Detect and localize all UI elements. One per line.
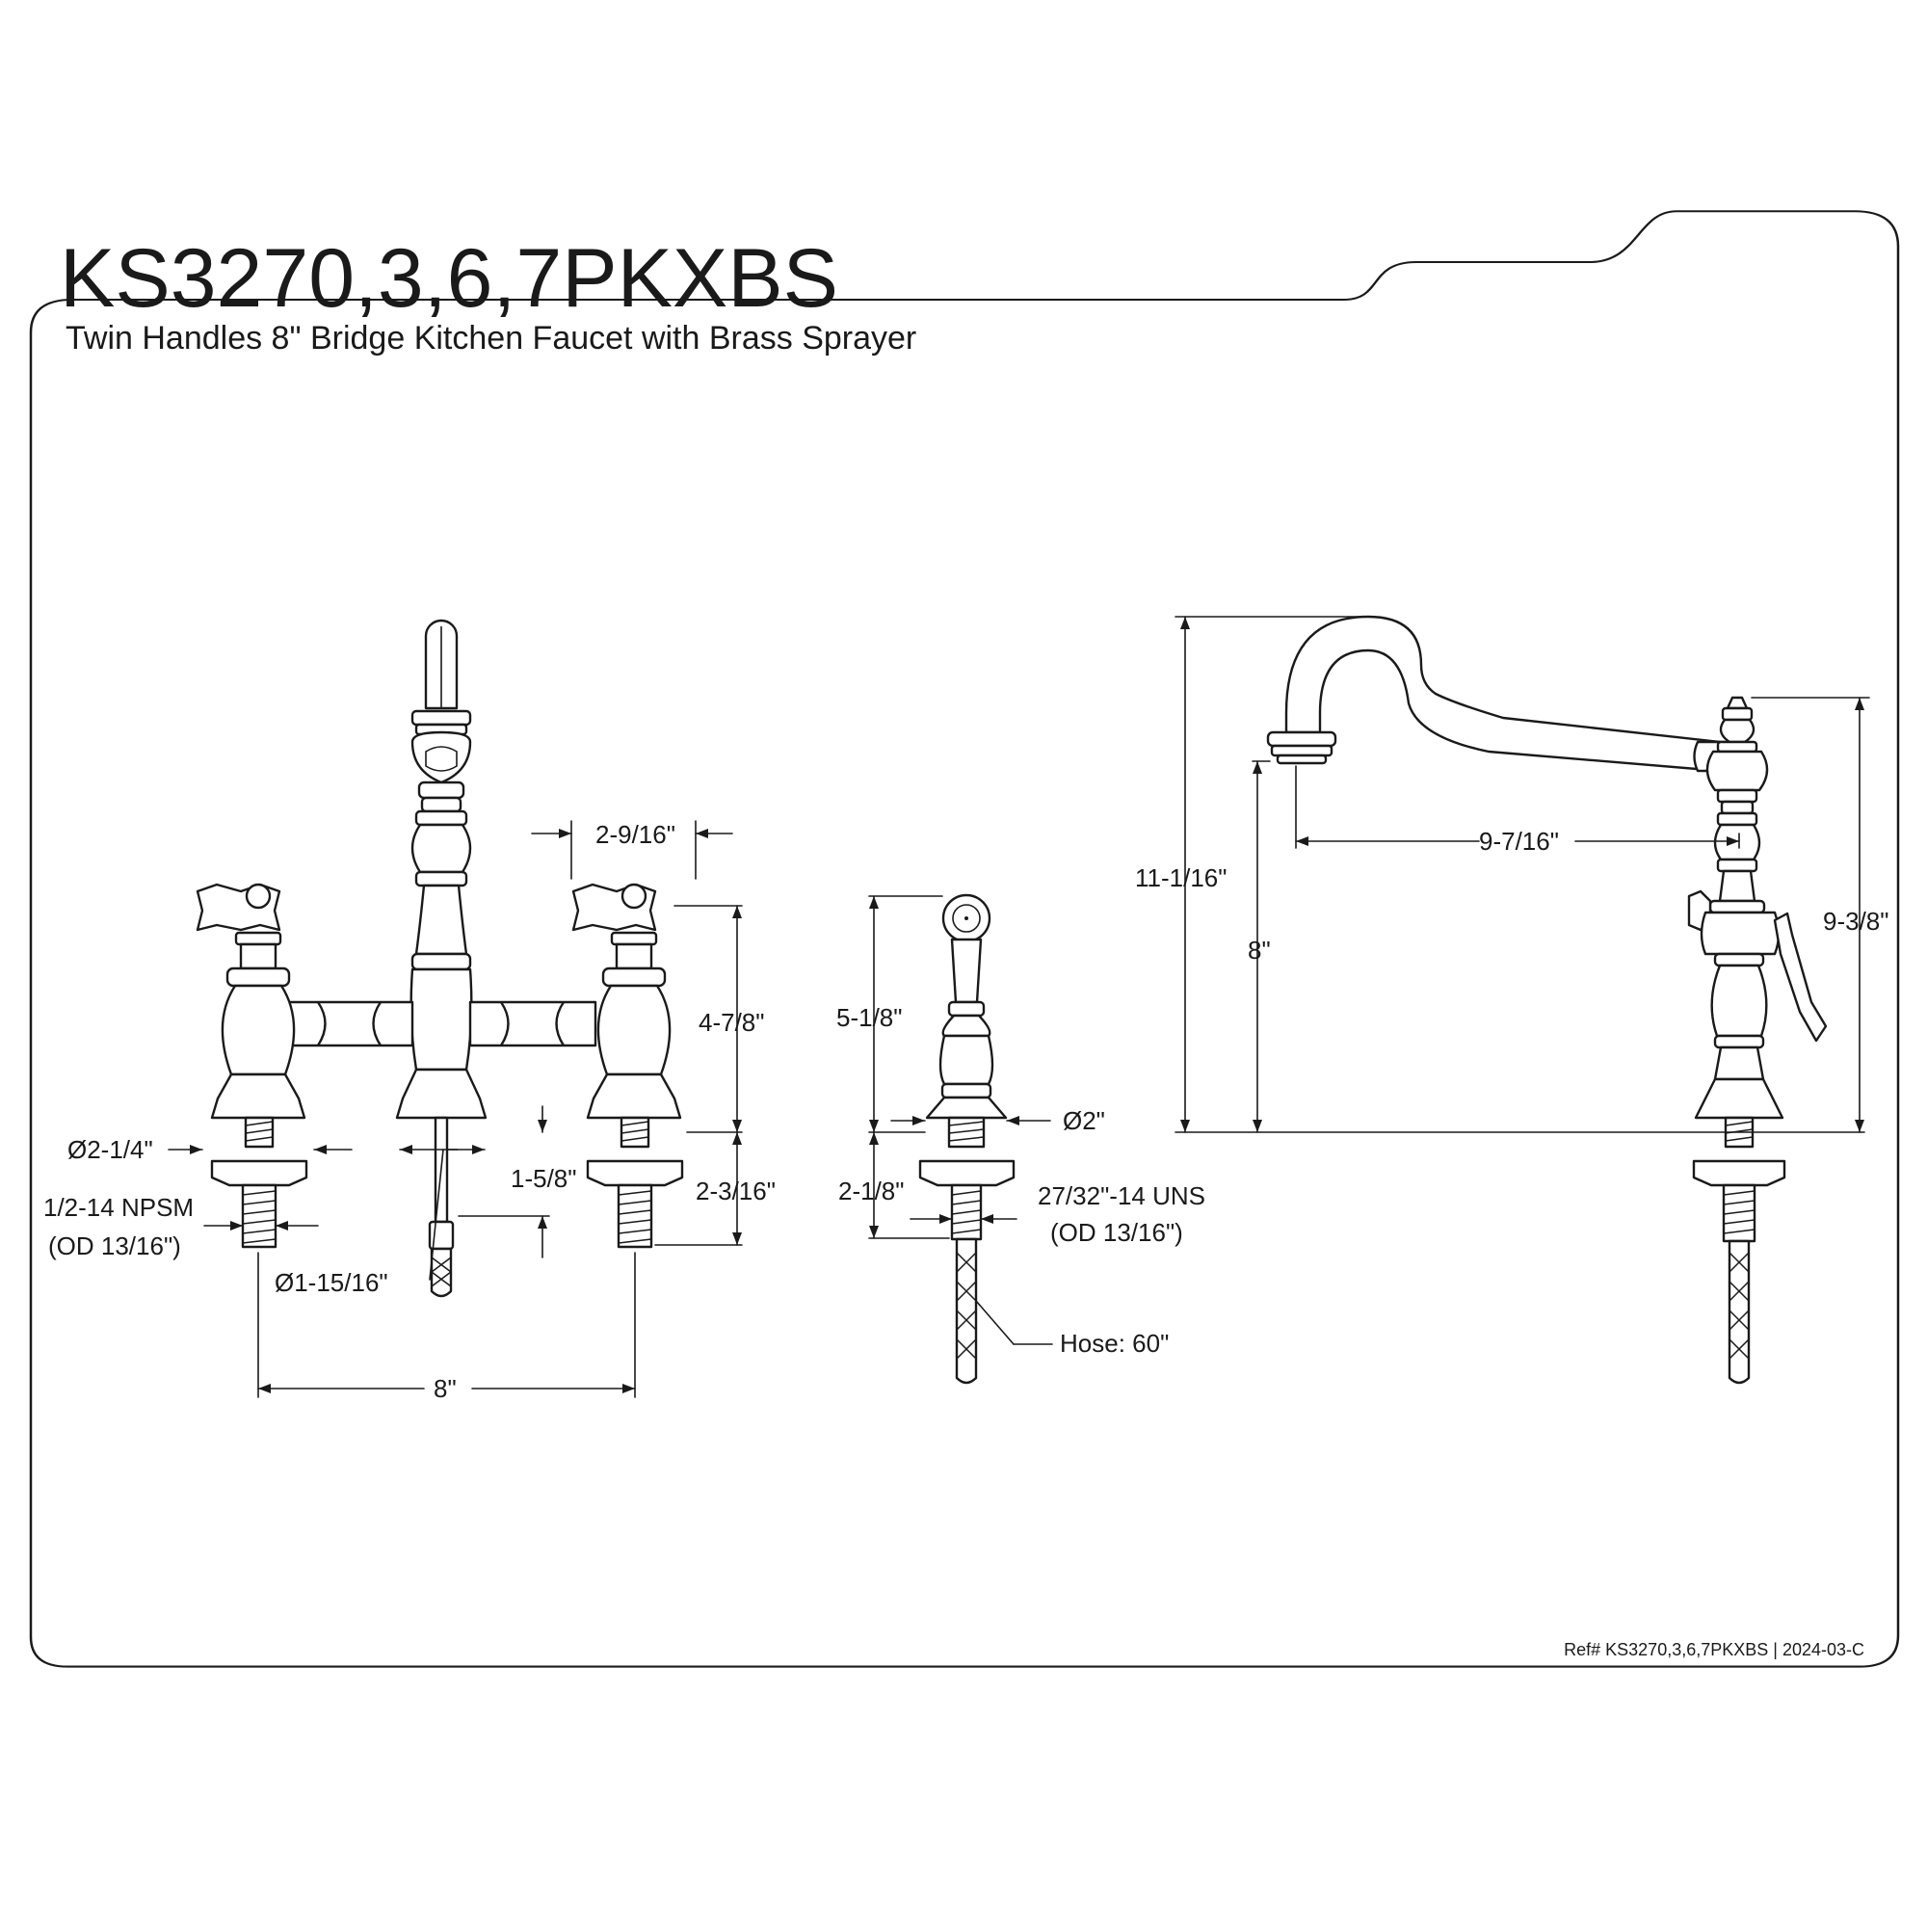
dim-sprayer-height: 5-1/8" <box>836 1003 903 1032</box>
dim-spout-clearance: 8" <box>1248 936 1271 965</box>
center-column <box>414 884 468 956</box>
side-mount-nut <box>1692 1159 1786 1187</box>
dim-center-shank: 1-5/8" <box>511 1164 577 1193</box>
dim-side-shank: 2-3/16" <box>696 1177 776 1205</box>
sprayer-dimensions <box>868 895 1053 1345</box>
dim-connection-od: (OD 13/16") <box>48 1231 181 1260</box>
dim-sprayer-base-diameter: Ø2" <box>1063 1106 1105 1135</box>
center-braided-hose <box>430 1247 453 1298</box>
front-view-dimensions <box>168 820 743 1398</box>
bridge-left <box>285 1000 414 1047</box>
side-view-faucet <box>1266 615 1828 1385</box>
left-handle-valve <box>196 883 306 1120</box>
reference-code: Ref# KS3270,3,6,7PKXBS | 2024-03-C <box>1564 1640 1864 1659</box>
dim-spout-reach: 9-7/16" <box>1479 827 1559 856</box>
center-base <box>395 1068 488 1120</box>
side-lever-handle <box>1773 912 1828 1043</box>
sprayer-base <box>925 1096 1008 1120</box>
side-view-dimensions <box>1175 616 1870 1133</box>
dim-handle-height: 4-7/8" <box>699 1008 765 1037</box>
dim-sprayer-shank: 2-1/8" <box>838 1177 905 1205</box>
dim-body-height: 9-3/8" <box>1823 907 1889 936</box>
sprayer-view <box>918 893 1016 1385</box>
dim-spout-to-handle: 2-9/16" <box>595 820 675 849</box>
front-view-faucet <box>196 619 684 1298</box>
dim-sprayer-thread-od: (OD 13/16") <box>1050 1218 1183 1247</box>
dim-center-spread: 8" <box>434 1374 457 1403</box>
right-handle-valve <box>571 883 682 1120</box>
left-mount-nut <box>210 1159 308 1187</box>
side-braided-hose <box>1728 1239 1751 1385</box>
dim-base-diameter: Ø2-1/4" <box>67 1135 153 1164</box>
dim-overall-height: 11-1/16" <box>1135 863 1227 892</box>
bridge-right <box>468 1000 597 1047</box>
sprayer-mount-nut <box>918 1159 1016 1187</box>
sprayer-hose <box>955 1237 978 1385</box>
frame-border <box>29 210 1900 1668</box>
dim-hose-length: Hose: 60" <box>1060 1329 1169 1358</box>
dim-sprayer-thread: 27/32"-14 UNS <box>1038 1181 1205 1210</box>
dim-connection-thread: 1/2-14 NPSM <box>43 1193 194 1222</box>
side-base <box>1694 1077 1784 1120</box>
right-mount-nut <box>586 1159 684 1187</box>
sprayer-body <box>938 1034 994 1086</box>
model-number: KS3270,3,6,7PKXBS <box>60 232 838 325</box>
dim-center-base-diameter: Ø1-15/16" <box>275 1268 388 1297</box>
product-subtitle: Twin Handles 8" Bridge Kitchen Faucet wi… <box>66 320 916 357</box>
side-spout-arc <box>1284 615 1722 773</box>
